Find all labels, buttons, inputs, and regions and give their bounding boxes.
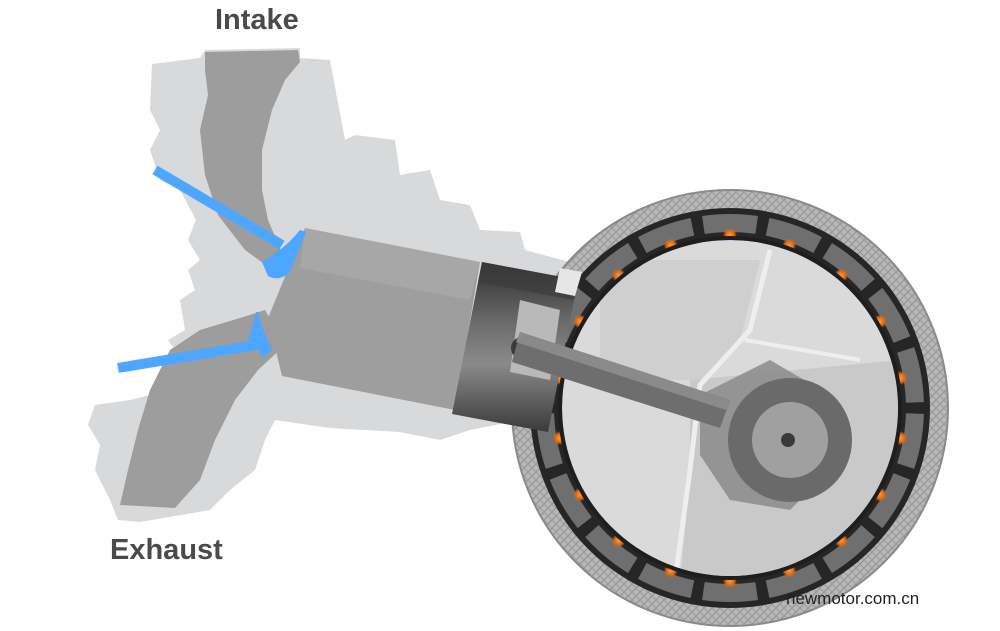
exhaust-port xyxy=(120,310,285,508)
stator-segment xyxy=(765,562,822,598)
stator-segment xyxy=(897,347,924,403)
stator-segment xyxy=(638,218,695,254)
stator-segment xyxy=(638,562,695,598)
stator-segment xyxy=(822,242,875,291)
stator-segment xyxy=(585,242,638,291)
intake-valve-icon xyxy=(152,165,306,279)
rotor-panel-upper xyxy=(600,260,760,380)
rotor-seam xyxy=(672,249,773,576)
exhaust-valve-icon xyxy=(117,312,272,373)
cylinder-highlight xyxy=(300,228,480,300)
rotor-seam-2 xyxy=(744,338,861,362)
watermark-text: newmotor.com.cn xyxy=(786,589,920,608)
stator-segment xyxy=(822,525,875,574)
exhaust-label: Exhaust xyxy=(110,534,223,566)
stator-segment xyxy=(549,473,592,529)
stator-segment xyxy=(897,413,924,469)
cylinder-collar xyxy=(555,268,582,296)
stator-segment xyxy=(585,525,638,574)
stator-segment xyxy=(868,287,911,343)
stator-segment xyxy=(868,473,911,529)
connecting-rod-icon xyxy=(512,332,852,502)
intake-label: Intake xyxy=(215,4,299,36)
stator-segment xyxy=(702,582,758,602)
stator-segment xyxy=(702,214,758,234)
stator-segment xyxy=(765,218,822,254)
